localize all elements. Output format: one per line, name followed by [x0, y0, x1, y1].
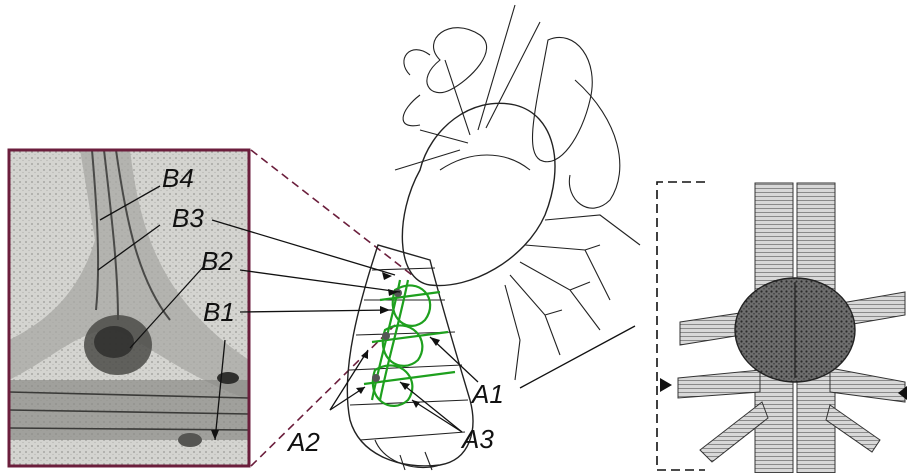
label-b1: B1	[203, 297, 235, 327]
label-a1: A1	[470, 379, 504, 409]
micrograph-ganglion-core	[94, 326, 134, 358]
micrograph-cell-small	[178, 433, 202, 447]
label-a2: A2	[286, 427, 320, 457]
label-b2: B2	[201, 246, 233, 276]
label-b3: B3	[172, 203, 204, 233]
label-a3: A3	[460, 424, 494, 454]
ganglion-inset	[657, 182, 907, 473]
inset-zoom-lines	[251, 150, 412, 466]
label-b4: B4	[162, 163, 194, 193]
left-arrow-marker	[660, 378, 672, 392]
